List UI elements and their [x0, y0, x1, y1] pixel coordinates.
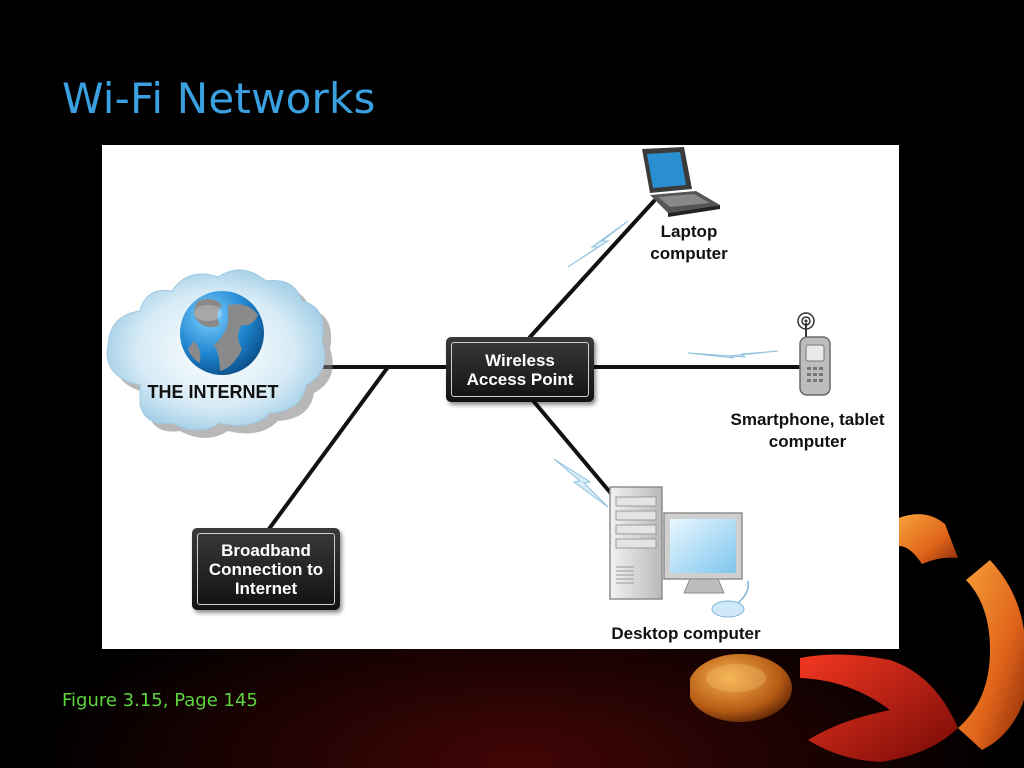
laptop-icon: [642, 147, 720, 217]
internet-label: THE INTERNET: [147, 382, 279, 402]
desktop-label: Desktop computer: [611, 624, 761, 643]
connection-lines: [264, 199, 804, 535]
ubuntu-logo-fragment: [690, 514, 1024, 762]
wireless-access-point-box: Wireless Access Point: [446, 337, 594, 402]
desktop-computer-icon: [609, 486, 750, 618]
figure-caption: Figure 3.15, Page 145: [62, 690, 258, 711]
broadband-connection-box: Broadband Connection to Internet: [192, 528, 340, 610]
wireless-signal-icons: [553, 220, 779, 508]
wireless-access-point-label: Wireless Access Point: [451, 342, 589, 397]
laptop-label: Laptop computer: [650, 222, 728, 263]
smartphone-icon: [797, 312, 831, 396]
slide-title: Wi-Fi Networks: [62, 74, 376, 123]
globe-icon: [180, 291, 264, 375]
broadband-connection-label: Broadband Connection to Internet: [197, 533, 335, 605]
smartphone-label: Smartphone, tablet computer: [730, 410, 885, 451]
wifi-network-figure: THE INTERNET Wireless Access Point Broad…: [102, 145, 899, 649]
network-diagram: [106, 147, 831, 618]
